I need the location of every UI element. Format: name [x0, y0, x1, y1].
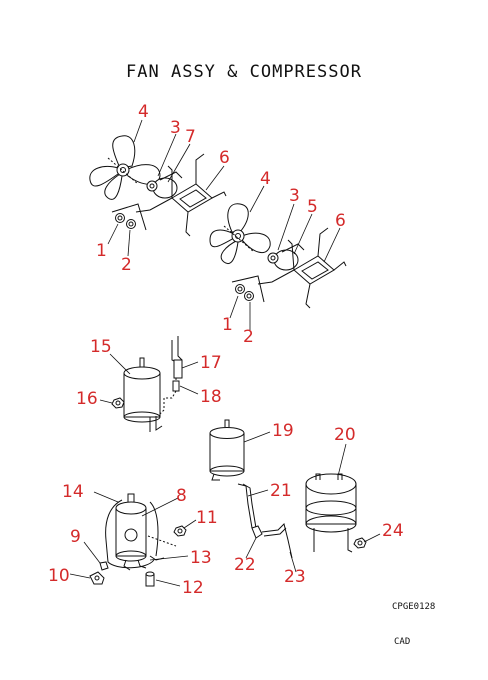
callout-13: 13 — [190, 548, 212, 568]
fan-axis-a — [107, 157, 139, 185]
drawing-tag: CAD — [394, 637, 411, 647]
grommet-9 — [99, 561, 109, 571]
terminal-cover-10 — [89, 571, 105, 585]
fan-assembly-b — [209, 203, 347, 309]
suction-pipe-23 — [261, 523, 293, 559]
callout-6: 6 — [335, 211, 346, 231]
callout-15: 15 — [90, 337, 112, 357]
callout-22: 22 — [234, 555, 256, 575]
callout-24: 24 — [382, 521, 404, 541]
accumulator-15 — [123, 357, 163, 432]
callout-8: 8 — [176, 486, 187, 506]
callout-23: 23 — [284, 567, 306, 587]
leader-lines — [69, 119, 381, 587]
mounting-nut-24 — [353, 537, 367, 549]
callout-17: 17 — [200, 353, 222, 373]
callout-12: 12 — [182, 578, 204, 598]
capillary-pipe-17 — [171, 336, 183, 380]
callout-9: 9 — [70, 527, 81, 547]
fan-motor-bracket-b — [257, 227, 347, 309]
callout-2: 2 — [121, 255, 132, 275]
callout-21: 21 — [270, 481, 292, 501]
fan-blade-a — [89, 135, 161, 200]
compressor-20 — [305, 473, 357, 553]
compressor-8 — [115, 493, 147, 562]
discharge-pipe-21 — [237, 483, 257, 529]
callout-18: 18 — [200, 387, 222, 407]
callout-3: 3 — [170, 118, 181, 138]
callout-11: 11 — [196, 508, 218, 528]
callout-2: 2 — [243, 327, 254, 347]
callout-19: 19 — [272, 421, 294, 441]
receiver-tank-19 — [209, 419, 245, 481]
callout-1: 1 — [96, 241, 107, 261]
callout-16: 16 — [76, 389, 98, 409]
fan-nut-washer-b — [231, 275, 265, 303]
callout-1: 1 — [222, 315, 233, 335]
rubber-grommet-12 — [145, 571, 155, 587]
diagram-title: FAN ASSY & COMPRESSOR — [126, 62, 362, 82]
accumulator-group — [111, 336, 183, 432]
callout-10: 10 — [48, 566, 70, 586]
check-valve-18 — [159, 380, 180, 415]
fan-assembly-a — [89, 135, 227, 237]
callout-7: 7 — [185, 127, 196, 147]
callout-4: 4 — [138, 102, 149, 122]
callout-5: 5 — [307, 197, 318, 217]
valve-22 — [251, 525, 263, 539]
fan-motor-a — [146, 171, 183, 199]
callout-20: 20 — [334, 425, 356, 445]
callout-14: 14 — [62, 482, 84, 502]
sound-jacket-14 — [105, 499, 159, 569]
fan-axis-b — [223, 225, 255, 253]
mounting-nut-11 — [147, 525, 187, 547]
callouts: 4 3 7 6 1 2 4 3 5 6 1 2 15 17 16 18 19 2… — [48, 102, 404, 598]
callout-3: 3 — [289, 186, 300, 206]
fan-motor-b — [267, 243, 305, 271]
callout-6: 6 — [219, 148, 230, 168]
fan-blade-b — [209, 203, 271, 264]
fan-nut-washer-a — [111, 203, 147, 231]
callout-4: 4 — [260, 169, 271, 189]
mounting-nut-16 — [111, 397, 125, 409]
drawing-code: CPGE0128 — [392, 602, 436, 612]
